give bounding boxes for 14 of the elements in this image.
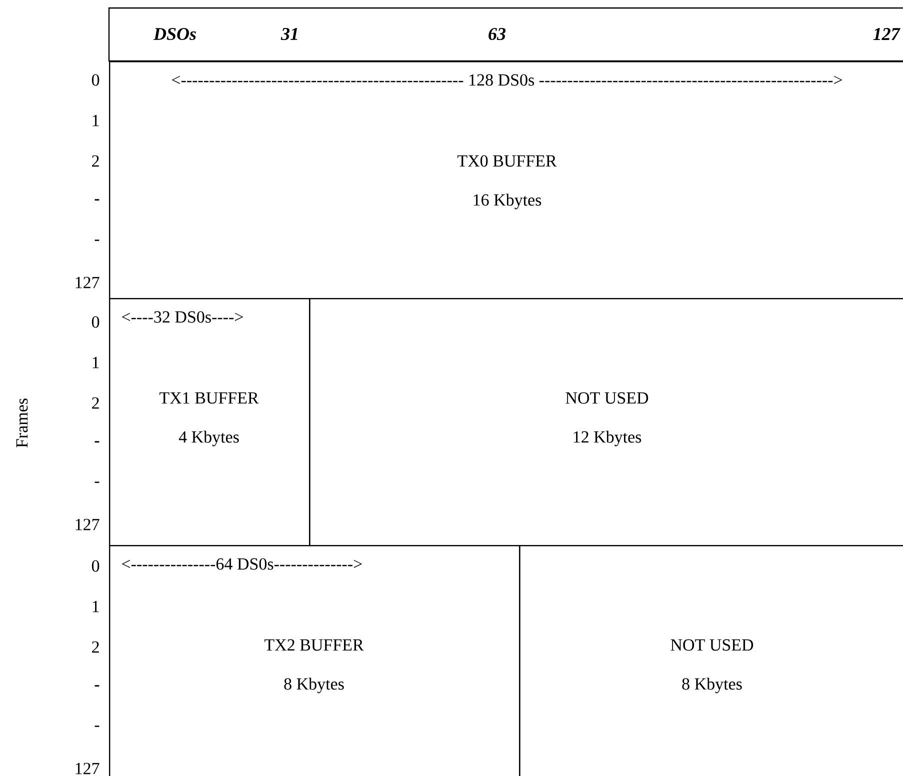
column-label: 63 bbox=[488, 28, 506, 40]
column-label: 127 bbox=[873, 28, 900, 40]
buffer-region-box: <----32 DS0s----> TX1 BUFFER 4 Kbytes bbox=[109, 298, 310, 546]
buffer-region-box: <-------------------------------------------------- 128 DS0s ----------------------------------------------------> TX0 BUFFER 16 Kbytes bbox=[109, 61, 903, 300]
row-label: 0 bbox=[92, 560, 100, 572]
column-label: 31 bbox=[280, 28, 298, 40]
buffer-region-box: NOT USED 8 Kbytes bbox=[519, 544, 903, 776]
row-label: 127 bbox=[76, 518, 100, 530]
buffer-region-box: <---------------64 DS0s--------------> TX2 BUFFER 8 Kbytes bbox=[109, 544, 520, 776]
column-label: DSOs bbox=[153, 28, 196, 40]
row-label: 127 bbox=[76, 276, 100, 288]
buffer-region-box: NOT USED 12 Kbytes bbox=[309, 298, 903, 546]
axis-title: Frames bbox=[16, 398, 28, 448]
row-label: 0 bbox=[92, 316, 100, 328]
